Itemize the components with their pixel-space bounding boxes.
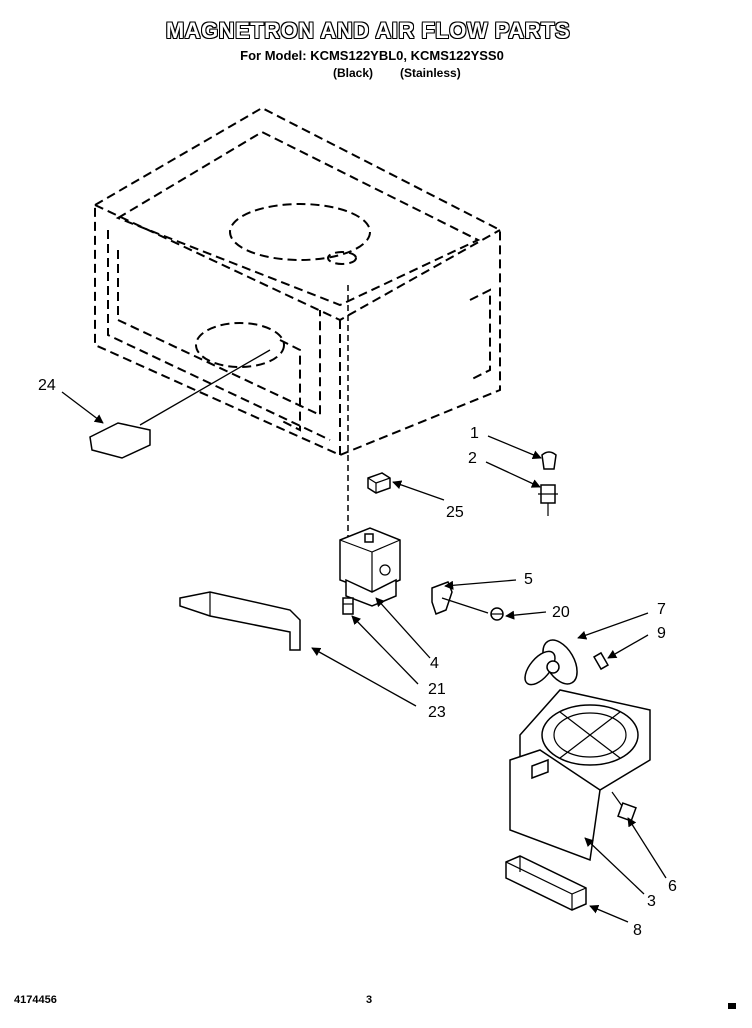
part-20-screw (490, 607, 504, 621)
callout-24: 24 (38, 377, 56, 394)
leader-lines (61, 349, 667, 923)
callout-labels: 24 1 2 25 5 20 7 9 4 21 23 6 3 8 (38, 377, 677, 939)
part-8-foam-strip (505, 855, 587, 911)
part-7-fan-blade (524, 639, 578, 686)
part-2-fuse-holder (538, 484, 558, 516)
page-title: MAGNETRON AND AIR FLOW PARTS (165, 18, 571, 43)
oven-cavity-outline (94, 106, 501, 457)
part-4-magnetron (339, 285, 401, 607)
part-number: 4174456 (14, 994, 57, 1006)
part-24-shield (89, 422, 151, 459)
callout-6: 6 (668, 878, 677, 895)
callout-20: 20 (552, 604, 570, 621)
callout-4: 4 (430, 655, 439, 672)
callout-9: 9 (657, 625, 666, 642)
model-numbers: For Model: KCMS122YBL0, KCMS122YSS0 (240, 48, 504, 63)
part-23-air-duct (179, 591, 301, 651)
callout-1: 1 (470, 425, 479, 442)
callout-2: 2 (468, 450, 477, 467)
callout-3: 3 (647, 893, 656, 910)
registration-mark (728, 1003, 736, 1009)
variant-stainless-label: (Stainless) (400, 66, 461, 80)
page-number: 3 (366, 994, 373, 1006)
callout-21: 21 (428, 681, 446, 698)
variant-black-label: (Black) (333, 66, 374, 80)
callout-7: 7 (657, 601, 666, 618)
callout-23: 23 (428, 704, 446, 721)
callout-8: 8 (633, 922, 642, 939)
part-3-fan-motor-assembly (509, 689, 651, 862)
part-21-screw (342, 597, 354, 615)
part-9-screw (593, 651, 609, 671)
callout-5: 5 (524, 571, 533, 588)
callout-25: 25 (446, 504, 464, 521)
part-6-thermostat (611, 791, 637, 822)
part-1-thermal-cutout (541, 451, 557, 470)
part-25-block (367, 472, 391, 494)
